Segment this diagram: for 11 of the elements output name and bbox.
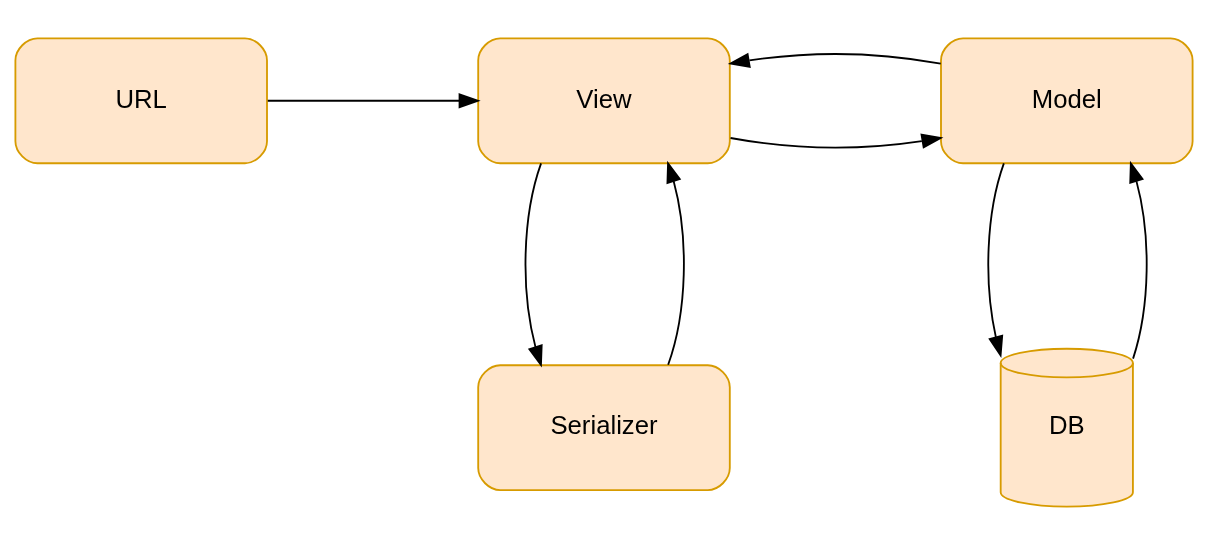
node-box: Serializer xyxy=(477,364,731,492)
arrow xyxy=(729,133,944,149)
arrow xyxy=(666,160,685,366)
node-box: URL xyxy=(14,37,268,165)
arrow xyxy=(524,162,543,368)
node-box: Model xyxy=(940,37,1194,165)
node-box: View xyxy=(477,37,731,165)
arrow xyxy=(266,93,481,109)
arrow xyxy=(987,162,1005,358)
arrow xyxy=(727,52,942,68)
arrow xyxy=(1129,160,1148,360)
